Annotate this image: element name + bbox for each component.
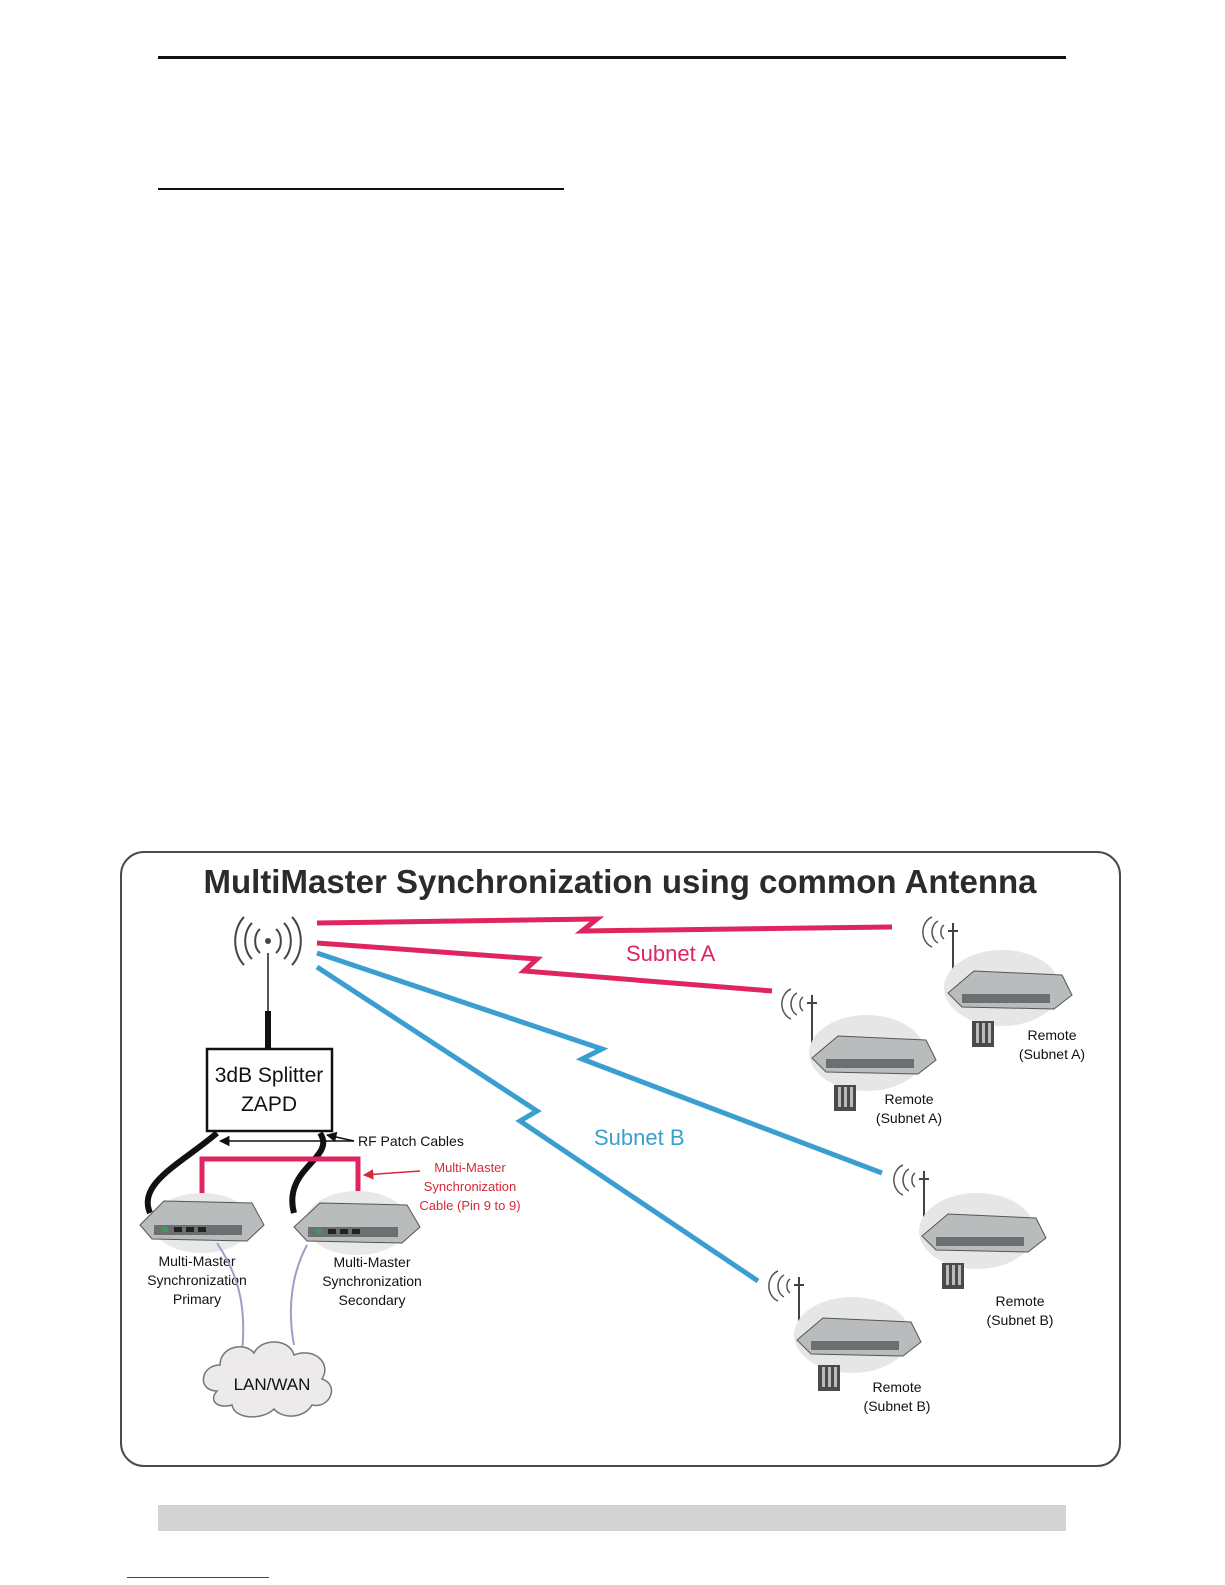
lan-wan-label: LAN/WAN bbox=[234, 1375, 311, 1394]
splitter-label-line2: ZAPD bbox=[241, 1093, 297, 1116]
splitter-box bbox=[205, 1047, 334, 1133]
remote-label-line2: (Subnet B) bbox=[987, 1312, 1054, 1328]
rf-patch-label: RF Patch Cables bbox=[358, 1133, 464, 1149]
sync-cable-label-line3: Cable (Pin 9 to 9) bbox=[419, 1198, 520, 1213]
secondary-label-line1: Multi-Master bbox=[333, 1254, 410, 1270]
sync-cable-label-line1: Multi-Master bbox=[434, 1160, 506, 1175]
subnet-b-link-near bbox=[315, 964, 760, 1284]
remote-radio-icon bbox=[781, 988, 937, 1111]
primary-label-line3: Primary bbox=[173, 1291, 221, 1307]
secondary-radio-icon bbox=[293, 1191, 421, 1255]
subnet-b-link-far bbox=[316, 950, 883, 1176]
remote-label-line1: Remote bbox=[995, 1293, 1044, 1309]
splitter-label-line1: 3dB Splitter bbox=[215, 1064, 324, 1087]
remote-radio-icon bbox=[922, 916, 1073, 1047]
remote-label-line2: (Subnet A) bbox=[1019, 1046, 1085, 1062]
ethernet-line-primary bbox=[216, 1242, 245, 1354]
remote-label-line1: Remote bbox=[1027, 1027, 1076, 1043]
subnet-a-link-near bbox=[316, 940, 773, 994]
sync-cable-label-line2: Synchronization bbox=[424, 1179, 517, 1194]
footer-bar bbox=[158, 1505, 1066, 1531]
primary-label-line2: Synchronization bbox=[147, 1272, 247, 1288]
common-antenna-icon bbox=[234, 916, 302, 1013]
subnet-a-label: Subnet A bbox=[626, 941, 716, 966]
diagram-canvas: MultiMaster Synchronization using common… bbox=[139, 863, 1085, 1418]
subnet-b-label: Subnet B bbox=[594, 1125, 685, 1150]
diagram-title: MultiMaster Synchronization using common… bbox=[204, 863, 1038, 900]
secondary-label-line2: Synchronization bbox=[322, 1273, 422, 1289]
primary-label-line1: Multi-Master bbox=[158, 1253, 235, 1269]
lan-wan-cloud-icon bbox=[202, 1341, 333, 1418]
ethernet-line-secondary bbox=[289, 1244, 308, 1346]
section-heading-underline bbox=[158, 188, 564, 190]
remote-radio-icon bbox=[893, 1164, 1047, 1289]
remote-label-line1: Remote bbox=[872, 1379, 921, 1395]
network-diagram: MultiMaster Synchronization using common… bbox=[120, 851, 1121, 1467]
header-rule bbox=[158, 56, 1066, 59]
rf-patch-cable-primary bbox=[144, 1130, 219, 1215]
bottom-link-underline[interactable] bbox=[127, 1577, 269, 1578]
primary-radio-icon bbox=[139, 1193, 265, 1253]
remote-label-line1: Remote bbox=[884, 1091, 933, 1107]
rf-patch-arrow-right bbox=[325, 1131, 355, 1143]
rf-patch-cable-secondary bbox=[289, 1131, 327, 1214]
remote-label-line2: (Subnet B) bbox=[864, 1398, 931, 1414]
remote-label-line2: (Subnet A) bbox=[876, 1110, 942, 1126]
sync-cable-arrow bbox=[362, 1169, 421, 1180]
subnet-a-link-far bbox=[316, 916, 893, 934]
remote-radio-icon bbox=[768, 1270, 922, 1391]
secondary-label-line3: Secondary bbox=[339, 1292, 406, 1308]
